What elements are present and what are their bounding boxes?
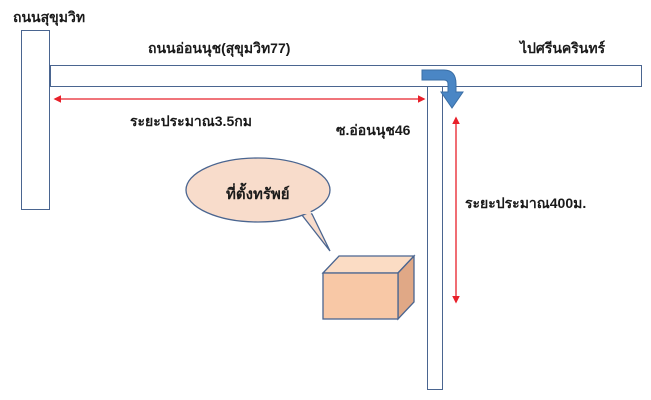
soi-label: ซ.อ่อนนุช46 [336, 122, 411, 138]
turn-down-arrow-icon [421, 69, 464, 109]
soi-on-nut-46-road [427, 86, 443, 390]
horizontal-distance-label: ระยะประมาณ3.5กม [130, 113, 252, 129]
callout-bubble [185, 157, 331, 252]
callout-text: ที่ตั้งทรัพย์ [226, 186, 290, 203]
on-nut-road-label: ถนนอ่อนนุช(สุขุมวิท77) [148, 40, 291, 56]
property-box-icon [321, 254, 416, 321]
sukhumvit-road [21, 30, 50, 210]
vertical-distance-label: ระยะประมาณ400ม. [465, 195, 587, 211]
on-nut-road [50, 65, 642, 87]
sukhumvit-label: ถนนสุขุมวิท [13, 9, 86, 25]
to-srinakarin-label: ไปศรีนครินทร์ [520, 40, 606, 56]
